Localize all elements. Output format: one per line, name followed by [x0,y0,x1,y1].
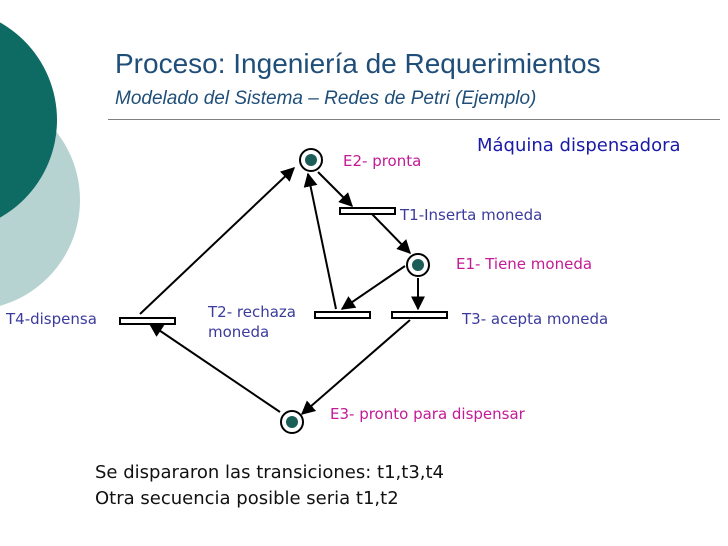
transition-t4 [119,317,176,325]
transitions [119,207,448,325]
arc-e1-t2 [340,265,406,310]
slide-subtitle: Modelado del Sistema – Redes de Petri (E… [115,88,537,109]
arc-e2-t1 [317,171,353,207]
arc-t4-e2 [139,167,296,315]
arc-t3-e3 [300,319,411,415]
token-e3 [286,416,298,428]
transition-label-t2-line1: T2- rechaza [208,303,296,321]
transition-label-t2: T2- rechaza moneda [208,302,296,342]
transition-t3 [391,311,448,319]
transition-label-t3: T3- acepta moneda [462,310,609,328]
transition-label-t4: T4-dispensa [6,310,97,328]
token-e1 [412,259,424,271]
arc-e3-t4 [148,323,281,413]
deco-circle-dark [0,22,57,218]
slide-title: Proceso: Ingeniería de Requerimientos [115,48,601,79]
place-label-e2: E2- pronta [343,152,422,170]
slide-notes: Se dispararon las transiciones: t1,t3,t4… [95,460,444,512]
transition-t2 [314,311,371,319]
place-label-e1: E1- Tiene moneda [456,255,593,273]
token-e2 [305,154,317,166]
title-divider [108,119,720,120]
note-line-2: Otra secuencia posible seria t1,t2 [95,488,399,509]
arc-t1-e1 [371,213,411,255]
transition-label-t1: T1-Inserta moneda [400,206,543,224]
transition-t1 [339,207,396,215]
places [280,148,430,434]
transition-label-t2-line2: moneda [208,323,270,341]
arc-t2-e2 [303,172,337,310]
machine-label: Máquina dispensadora [477,135,681,156]
note-line-1: Se dispararon las transiciones: t1,t3,t4 [95,462,444,483]
place-label-e3: E3- pronto para dispensar [330,405,525,423]
arcs [139,167,425,415]
